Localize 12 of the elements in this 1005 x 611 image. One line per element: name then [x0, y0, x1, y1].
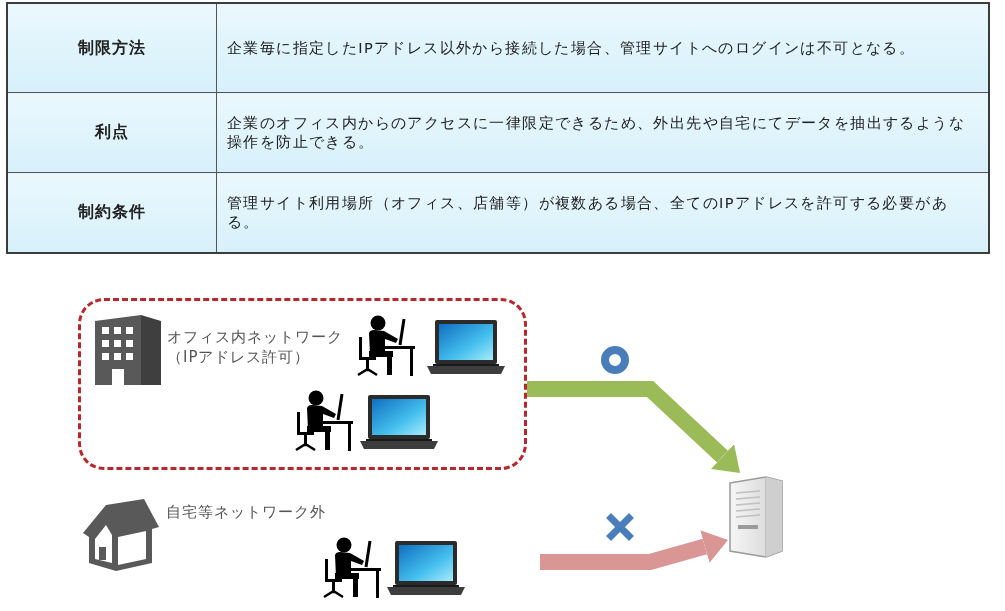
table-cell: 企業のオフィス内からのアクセスに一律限定できるため、外出先や自宅にてデータを抽出するような操作を防止できる。: [216, 92, 989, 173]
server-icon: [728, 473, 784, 559]
row-heading-cell: 利点: [7, 92, 217, 173]
network-zone: [78, 298, 527, 470]
table-cell: 管理サイト利用場所（オフィス、店舗等）が複数ある場合、全てのIPアドレスを許可する必要がある。: [216, 172, 989, 253]
table-cell: 企業毎に指定したIPアドレス以外から接続した場合、管理サイトへのログインは不可となる。: [216, 3, 989, 93]
area-label: 自宅等ネットワーク外: [166, 502, 326, 522]
zone-label: オフィス内ネットワーク（IPアドレス許可）: [167, 327, 344, 367]
arrow: [527, 381, 741, 473]
row-heading-cell: 制約条件: [7, 172, 217, 253]
row-heading-cell: 制限方法: [7, 3, 217, 93]
arrow: [540, 530, 728, 570]
